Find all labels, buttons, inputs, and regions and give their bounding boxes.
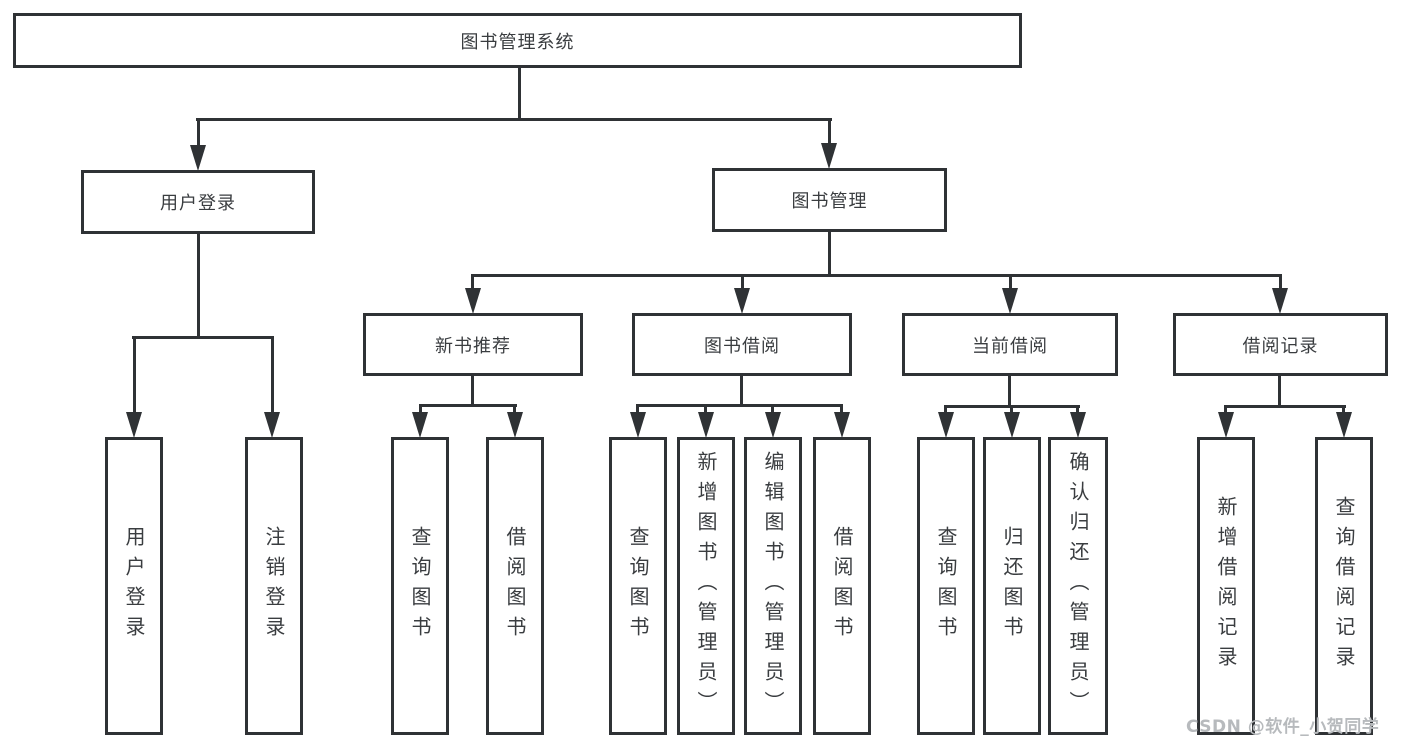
connector-arrow-cb-query <box>938 412 954 438</box>
connector-arrow-book-borrow <box>734 288 750 314</box>
leaf-query-books-borrow: 查询图书 <box>609 437 667 735</box>
connector-drop-rec-query <box>1342 405 1345 416</box>
leaf-query-borrow-record-label: 查询借阅记录 <box>1332 496 1356 676</box>
leaf-add-borrow-record: 新增借阅记录 <box>1197 437 1255 735</box>
connector-arrow-bb-edit <box>765 412 781 438</box>
connector-drop-bb-query <box>636 404 639 416</box>
connector-root-stem <box>518 68 521 121</box>
leaf-borrow-books-recommend-label: 借阅图书 <box>503 526 527 646</box>
leaf-query-books-recommend-label: 查询图书 <box>408 526 432 646</box>
node-book-borrow: 图书借阅 <box>632 313 852 376</box>
connector-drop-bb-edit <box>771 404 774 416</box>
connector-bookborrow-stem <box>740 375 743 407</box>
leaf-confirm-return-admin-label: 确认归还（管理员） <box>1066 451 1090 721</box>
connector-arrow-bb-add <box>698 412 714 438</box>
leaf-query-books-current-label: 查询图书 <box>934 526 958 646</box>
connector-arrow-borrow-records <box>1272 288 1288 314</box>
connector-arrow-newrec-borrow <box>507 412 523 438</box>
node-borrow-records: 借阅记录 <box>1173 313 1388 376</box>
connector-arrow-current-borrow <box>1002 288 1018 314</box>
leaf-confirm-return-admin: 确认归还（管理员） <box>1048 437 1108 735</box>
connector-records-stem <box>1278 375 1281 408</box>
connector-drop-rec-add <box>1224 405 1227 416</box>
leaf-return-books: 归还图书 <box>983 437 1041 735</box>
connector-arrow-rec-query <box>1336 412 1352 438</box>
connector-userlogin-hbar <box>132 336 274 339</box>
connector-drop-cb-query <box>944 405 947 416</box>
connector-arrow-cb-confirm <box>1070 412 1086 438</box>
leaf-query-books-current: 查询图书 <box>917 437 975 735</box>
connector-drop-new-book-recommend <box>471 274 474 292</box>
connector-drop-bb-borrow <box>840 404 843 416</box>
leaf-add-books-admin: 新增图书（管理员） <box>677 437 735 735</box>
connector-arrow-rec-add <box>1218 412 1234 438</box>
leaf-logout-label: 注销登录 <box>262 526 286 646</box>
leaf-user-login-label: 用户登录 <box>122 526 146 646</box>
leaf-borrow-books-borrow-label: 借阅图书 <box>830 526 854 646</box>
connector-drop-current-borrow <box>1009 274 1012 292</box>
connector-drop-book-management <box>828 118 831 146</box>
leaf-borrow-books-recommend: 借阅图书 <box>486 437 544 735</box>
connector-drop-user-login <box>197 118 200 148</box>
connector-drop-book-borrow <box>741 274 744 292</box>
connector-drop-cb-return <box>1010 405 1013 416</box>
connector-drop-bb-add <box>704 404 707 416</box>
leaf-edit-books-admin-label: 编辑图书（管理员） <box>761 451 785 721</box>
node-book-management: 图书管理 <box>712 168 947 232</box>
leaf-return-books-label: 归还图书 <box>1000 526 1024 646</box>
connector-arrow-new-book-recommend <box>465 288 481 314</box>
connector-arrow-logout-leaf <box>264 412 280 438</box>
connector-drop-user-login-leaf <box>133 336 136 416</box>
leaf-add-books-admin-label: 新增图书（管理员） <box>694 451 718 721</box>
connector-bookborrow-hbar <box>636 404 843 407</box>
node-current-borrow: 当前借阅 <box>902 313 1118 376</box>
node-book-borrow-label: 图书借阅 <box>704 335 780 357</box>
connector-bookmgmt-stem <box>828 232 831 277</box>
leaf-query-books-borrow-label: 查询图书 <box>626 526 650 646</box>
connector-root-hbar <box>196 118 832 121</box>
connector-drop-cb-confirm <box>1076 405 1079 416</box>
node-new-book-recommend: 新书推荐 <box>363 313 583 376</box>
connector-drop-newrec-borrow <box>513 404 516 416</box>
leaf-add-borrow-record-label: 新增借阅记录 <box>1214 496 1238 676</box>
node-new-book-recommend-label: 新书推荐 <box>435 335 511 357</box>
connector-drop-borrow-records <box>1279 274 1282 292</box>
node-book-management-label: 图书管理 <box>791 191 868 212</box>
connector-arrow-bb-query <box>630 412 646 438</box>
connector-arrow-user-login-leaf <box>126 412 142 438</box>
connector-records-hbar <box>1224 405 1346 408</box>
connector-current-stem <box>1008 375 1011 408</box>
node-user-login-label: 用户登录 <box>160 193 236 214</box>
connector-arrow-book-management <box>821 143 837 169</box>
connector-newrec-stem <box>471 376 474 407</box>
connector-drop-newrec-query <box>419 404 422 416</box>
node-user-login: 用户登录 <box>81 170 315 234</box>
leaf-query-borrow-record: 查询借阅记录 <box>1315 437 1373 735</box>
leaf-query-books-recommend: 查询图书 <box>391 437 449 735</box>
connector-userlogin-stem <box>197 234 200 339</box>
node-root-label: 图书管理系统 <box>460 31 575 53</box>
connector-arrow-cb-return <box>1004 412 1020 438</box>
node-current-borrow-label: 当前借阅 <box>972 335 1048 357</box>
leaf-logout: 注销登录 <box>245 437 303 735</box>
node-borrow-records-label: 借阅记录 <box>1242 335 1319 357</box>
leaf-edit-books-admin: 编辑图书（管理员） <box>744 437 802 735</box>
connector-bookmgmt-hbar <box>471 274 1282 277</box>
leaf-user-login: 用户登录 <box>105 437 163 735</box>
node-root-system: 图书管理系统 <box>13 13 1022 68</box>
connector-arrow-user-login <box>190 145 206 171</box>
connector-drop-logout-leaf <box>271 336 274 416</box>
connector-arrow-bb-borrow <box>834 412 850 438</box>
leaf-borrow-books-borrow: 借阅图书 <box>813 437 871 735</box>
connector-arrow-newrec-query <box>412 412 428 438</box>
connector-newrec-hbar <box>419 404 517 407</box>
csdn-watermark: CSDN @软件_小贺同学 <box>1186 717 1380 737</box>
